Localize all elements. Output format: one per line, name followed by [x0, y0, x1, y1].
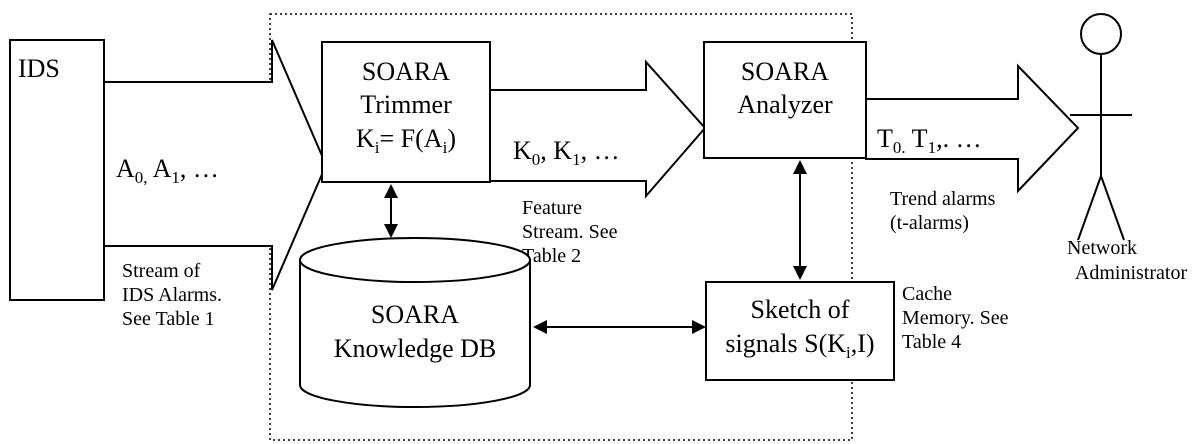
- ids-label: IDS: [18, 54, 60, 83]
- svg-text:Trend alarms: Trend alarms: [890, 188, 996, 210]
- trend-alarm-caption: Trend alarms (t-alarms): [890, 188, 996, 234]
- svg-text:Cache: Cache: [902, 283, 952, 305]
- trimmer-formula: Ki= F(Ai): [356, 124, 456, 157]
- svg-text:Table 2: Table 2: [522, 245, 581, 267]
- sketch-signals-formula: signals S(Ki,I): [725, 329, 874, 362]
- sketch-of-signals-node: Sketch of signals S(Ki,I): [705, 281, 895, 381]
- soara-trimmer-node: SOARA Trimmer Ki= F(Ai): [321, 41, 491, 183]
- soara-system-boundary: [269, 13, 853, 441]
- svg-text:SOARA: SOARA: [741, 57, 829, 86]
- db-sketch-connector: [533, 320, 706, 334]
- soara-knowledge-db-node: SOARA Knowledge DB: [299, 237, 531, 408]
- svg-text:Memory. See: Memory. See: [902, 307, 1009, 329]
- svg-text:Sketch of: Sketch of: [751, 295, 850, 324]
- alarm-stream-caption: Stream of IDS Alarms. See Table 1: [122, 260, 222, 330]
- feature-stream-arrow: [489, 59, 707, 199]
- svg-text:Stream of: Stream of: [122, 260, 201, 282]
- svg-text:Trimmer: Trimmer: [360, 90, 452, 119]
- network-administrator-figure: [1070, 13, 1132, 241]
- svg-text:(t-alarms): (t-alarms): [890, 212, 969, 234]
- alarm-stream-arrow: [103, 39, 328, 291]
- cache-memory-note: Cache Memory. See Table 4: [902, 283, 1009, 353]
- trend-alarm-label: T0. T1,. …: [877, 124, 982, 157]
- svg-text:See Table 1: See Table 1: [122, 308, 215, 330]
- svg-text:Network: Network: [1067, 237, 1137, 259]
- alarm-stream-label: A0, A1, …: [116, 154, 219, 187]
- svg-text:Administrator: Administrator: [1075, 262, 1188, 284]
- svg-text:Feature: Feature: [522, 197, 582, 219]
- analyzer-sketch-connector: [793, 160, 807, 280]
- soara-analyzer-node: SOARA Analyzer: [703, 41, 867, 159]
- svg-text:SOARA: SOARA: [371, 300, 459, 329]
- svg-text:Knowledge DB: Knowledge DB: [334, 334, 496, 363]
- ids-node: IDS: [9, 39, 105, 301]
- feature-stream-caption: Feature Stream. See Table 2: [522, 197, 618, 267]
- svg-text:Table 4: Table 4: [902, 331, 961, 353]
- trimmer-db-connector: [384, 184, 398, 238]
- feature-stream-label: K0, K1, …: [513, 136, 620, 169]
- svg-text:SOARA: SOARA: [362, 57, 450, 86]
- network-administrator-label: Network Administrator: [1067, 237, 1187, 284]
- svg-text:IDS Alarms.: IDS Alarms.: [122, 284, 222, 306]
- svg-text:Analyzer: Analyzer: [737, 90, 833, 119]
- trend-alarm-arrow: [865, 63, 1080, 194]
- svg-text:Stream. See: Stream. See: [522, 221, 618, 243]
